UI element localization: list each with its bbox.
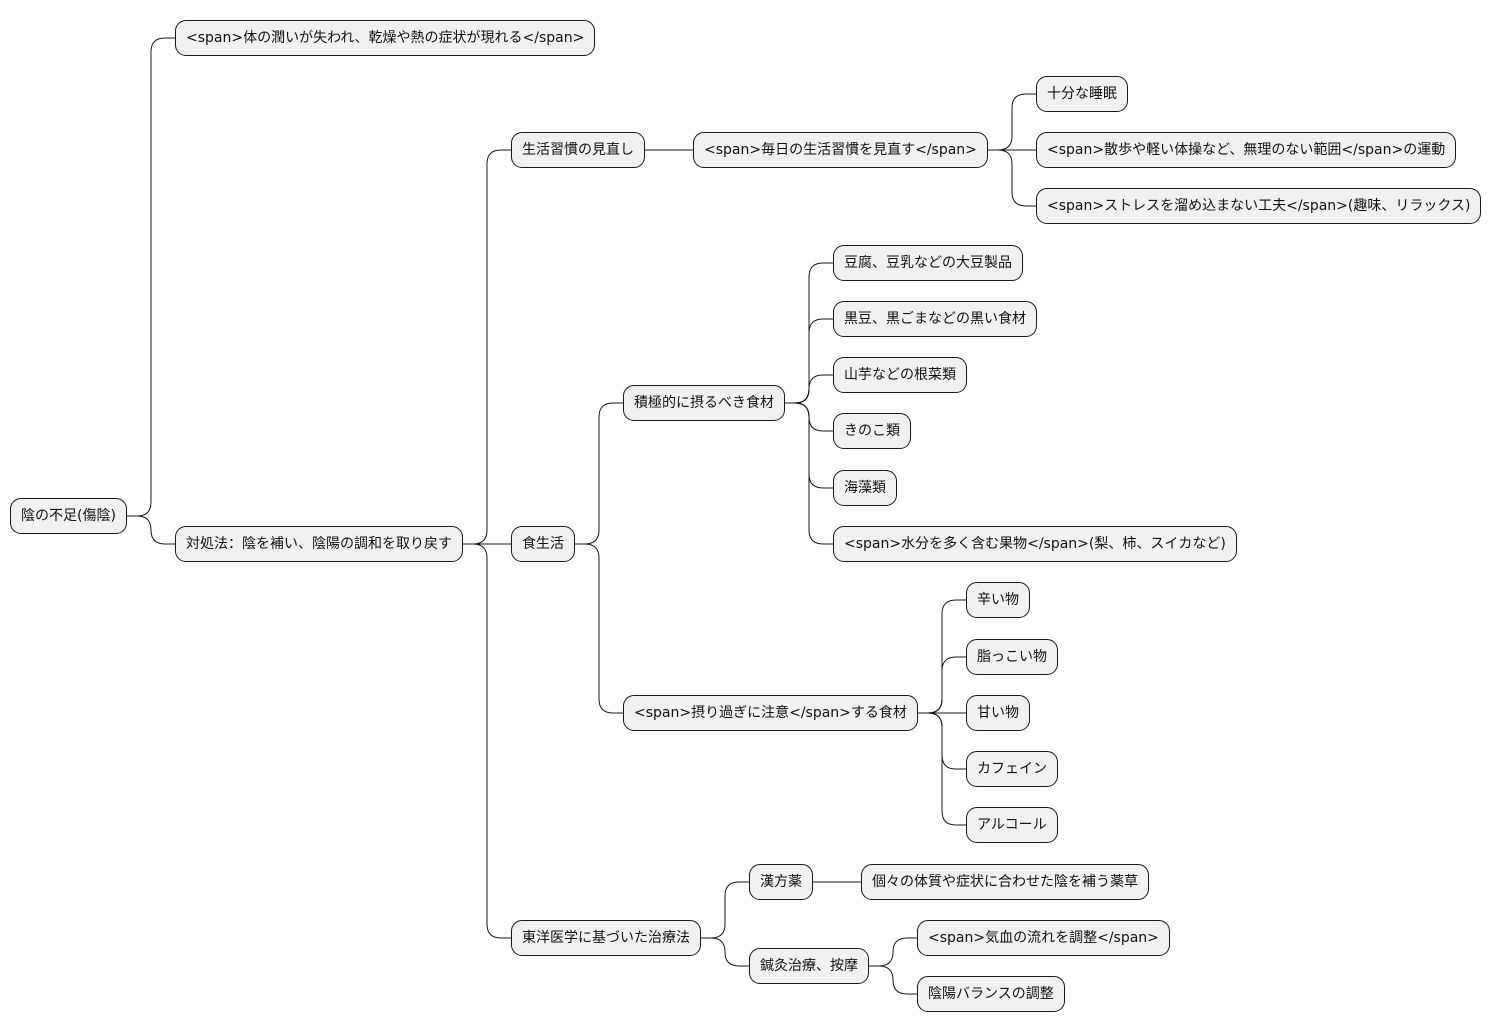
recommended-food-item: 山芋などの根菜類 (833, 357, 967, 393)
connector-line (785, 402, 833, 545)
connector-line (575, 543, 623, 714)
connector-line (701, 881, 749, 939)
connector-line (785, 374, 833, 404)
connector-line (988, 149, 1036, 207)
connector-line (463, 543, 511, 939)
recommended-foods-node: 積極的に摂るべき食材 (623, 385, 785, 421)
qi-blood-node: <span>気血の流れを調整</span> (917, 920, 1170, 956)
connector-line (127, 37, 175, 517)
acupuncture-node: 鍼灸治療、按摩 (749, 948, 869, 984)
sleep-node: 十分な睡眠 (1036, 76, 1128, 112)
eastern-medicine-node: 東洋医学に基づいた治療法 (511, 920, 701, 956)
caution-food-item: 甘い物 (966, 695, 1030, 731)
exercise-node: <span>散歩や軽い体操など、無理のない範囲</span>の運動 (1036, 132, 1457, 168)
caution-food-item: アルコール (966, 807, 1058, 843)
caution-foods-node: <span>摂り過ぎに注意</span>する食材 (623, 695, 918, 731)
symptom-node: <span>体の潤いが失われ、乾燥や熱の症状が現れる</span> (175, 20, 596, 56)
recommended-food-item: 海藻類 (833, 470, 897, 506)
connector-line (918, 712, 966, 826)
recommended-food-item: <span>水分を多く含む果物</span>(梨、柿、スイカなど) (833, 526, 1237, 562)
kampo-node: 漢方薬 (749, 864, 813, 900)
recommended-food-item: 黒豆、黒ごまなどの黒い食材 (833, 301, 1037, 337)
lifestyle-node: 生活習慣の見直し (511, 132, 645, 168)
connector-line (869, 965, 917, 995)
caution-food-item: 脂っこい物 (966, 639, 1058, 675)
connector-line (918, 656, 966, 714)
caution-food-item: 辛い物 (966, 582, 1030, 618)
connector-line (869, 937, 917, 967)
connector-line (127, 515, 175, 545)
herbal-medicine-node: 個々の体質や症状に合わせた陰を補う薬草 (861, 864, 1149, 900)
connector-line (575, 402, 623, 545)
recommended-food-item: 豆腐、豆乳などの大豆製品 (833, 245, 1023, 281)
root-node: 陰の不足(傷陰) (10, 498, 127, 534)
diet-node: 食生活 (511, 526, 575, 562)
yin-yang-balance-node: 陰陽バランスの調整 (917, 976, 1065, 1012)
connector-line (988, 93, 1036, 151)
connector-line (463, 149, 511, 545)
stress-node: <span>ストレスを溜め込まない工夫</span>(趣味、リラックス) (1036, 188, 1482, 224)
connector-line (701, 937, 749, 967)
daily-habits-node: <span>毎日の生活習慣を見直す</span> (693, 132, 988, 168)
caution-food-item: カフェイン (966, 751, 1058, 787)
recommended-food-item: きのこ類 (833, 413, 911, 449)
countermeasure-node: 対処法：陰を補い、陰陽の調和を取り戻す (175, 526, 463, 562)
